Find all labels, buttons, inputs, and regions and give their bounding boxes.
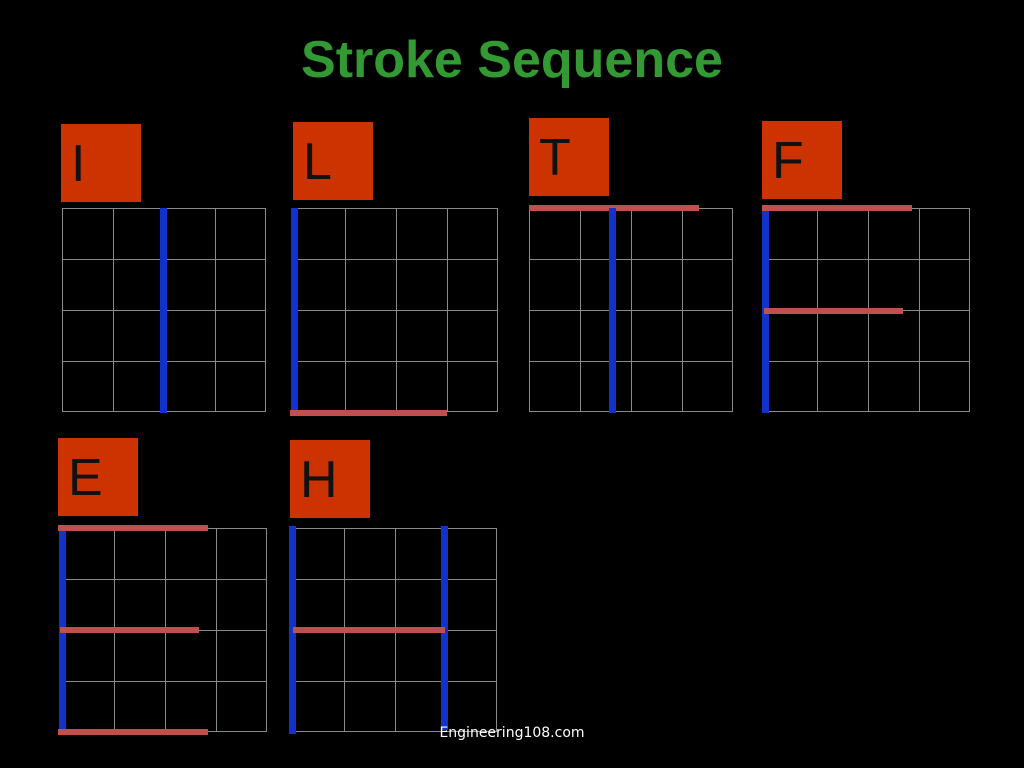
letter-l-grid [294, 208, 498, 412]
slide-title: Stroke Sequence [301, 31, 723, 89]
letter-e-middle-stroke [60, 627, 199, 633]
letter-i-label: I [71, 135, 86, 193]
letter-t-vertical-stroke [609, 208, 616, 413]
letter-h-label: H [300, 451, 338, 509]
letter-l-horizontal-stroke [290, 410, 447, 416]
letter-i-vertical-stroke [160, 208, 167, 413]
letter-f-label: F [772, 132, 804, 190]
letter-h-box: H [290, 440, 370, 518]
letter-t-grid [529, 208, 733, 412]
letter-e-bottom-stroke [58, 729, 208, 735]
letter-f-middle-stroke [764, 308, 903, 314]
letter-t-box: T [529, 118, 609, 196]
letter-l-box: L [293, 122, 373, 200]
letter-l-label: L [303, 133, 332, 191]
footer-credit: Engineering108.com [439, 725, 585, 741]
letter-h-left-stroke [289, 526, 296, 734]
letter-f-top-stroke [762, 205, 912, 211]
letter-e-top-stroke [58, 525, 208, 531]
letter-l-vertical-stroke [291, 208, 298, 413]
letter-f-box: F [762, 121, 842, 199]
letter-t-label: T [539, 129, 571, 187]
letter-e-box: E [58, 438, 138, 516]
letter-i-box: I [61, 124, 141, 202]
letter-h-middle-stroke [293, 627, 445, 633]
letter-e-label: E [68, 449, 103, 507]
